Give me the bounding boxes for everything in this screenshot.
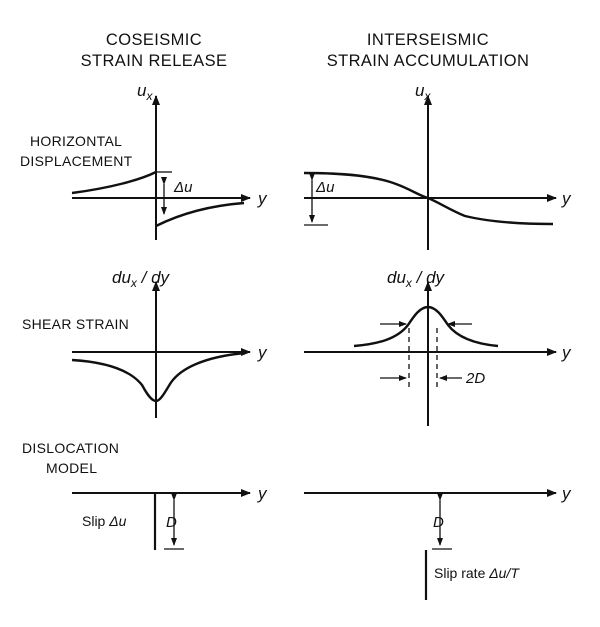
displacement-curve <box>303 171 554 226</box>
row-label-model-line1: DISLOCATION <box>22 440 119 456</box>
panel-interseismic-displacement: ux y Δu <box>303 81 572 250</box>
depth-label: D <box>433 514 444 531</box>
depth-label: D <box>166 514 177 531</box>
y-axis-label: y <box>561 484 572 503</box>
displacement-curve-left <box>71 170 157 195</box>
slip-label: Slip Δu <box>82 513 127 529</box>
slip-rate-label: Slip rate Δu/T <box>434 565 520 581</box>
y-axis-label: y <box>561 343 572 362</box>
dux-axis-label: dux / dy <box>112 268 171 290</box>
panel-coseismic-strain: dux / dy y <box>71 268 268 418</box>
dux-axis-label: dux / dy <box>387 268 446 290</box>
coseismic-heading-line1: COSEISMIC <box>106 31 202 49</box>
two-d-label: 2D <box>465 370 485 387</box>
interseismic-heading-line1: INTERSEISMIC <box>367 31 489 49</box>
panel-interseismic-strain: dux / dy y 2D <box>304 268 572 426</box>
row-label-strain: SHEAR STRAIN <box>22 316 129 332</box>
interseismic-heading-line2: STRAIN ACCUMULATION <box>327 52 530 70</box>
displacement-curve-right <box>155 201 245 228</box>
panel-coseismic-model: y D Slip Δu <box>72 484 268 550</box>
row-label-displacement-line1: HORIZONTAL <box>30 133 122 149</box>
panel-coseismic-displacement: ux y Δu <box>71 81 268 240</box>
y-axis-label: y <box>257 484 268 503</box>
coseismic-heading-line2: STRAIN RELEASE <box>81 52 228 70</box>
delta-u-label: Δu <box>173 179 193 196</box>
row-label-model-line2: MODEL <box>46 460 97 476</box>
y-axis-label: y <box>257 343 268 362</box>
y-axis-label: y <box>561 189 572 208</box>
y-axis-label: y <box>257 189 268 208</box>
panel-interseismic-model: y D Slip rate Δu/T <box>304 484 572 600</box>
ux-axis-label: ux <box>415 81 431 103</box>
strain-curve <box>71 351 245 403</box>
delta-u-label: Δu <box>315 179 335 196</box>
row-label-displacement-line2: DISPLACEMENT <box>20 153 133 169</box>
strain-peak-curve <box>353 305 499 348</box>
ux-axis-label: ux <box>137 81 153 103</box>
